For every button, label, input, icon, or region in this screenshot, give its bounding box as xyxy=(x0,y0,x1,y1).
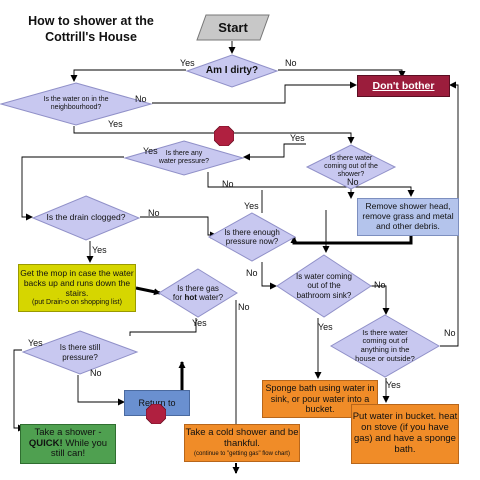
edge-enough-no xyxy=(261,262,277,290)
label-no-dirty: No xyxy=(285,58,297,68)
label-yes-water-on: Yes xyxy=(108,119,123,129)
decision-drain: Is the drain clogged? xyxy=(31,195,141,241)
label-yes-gas: Yes xyxy=(192,318,207,328)
quick-text-c: While you still can! xyxy=(50,437,108,460)
label-no-shower: No xyxy=(347,177,359,187)
decision-shower-water: Is there water coming out of the shower? xyxy=(305,144,397,190)
quick-text-bold: QUICK! xyxy=(28,437,63,449)
start-label: Start xyxy=(218,20,248,35)
gas-text-c: water? xyxy=(196,293,224,302)
label-yes-sink: Yes xyxy=(318,322,333,332)
cold-shower-note: (continue to "getting gas" flow chart) xyxy=(194,450,290,457)
decision-drain-label: Is the drain clogged? xyxy=(46,212,126,223)
edge-remove-enough xyxy=(290,236,413,245)
gas-text-hot: hot xyxy=(184,293,197,302)
quick-shower-box: Take a shower - QUICK! While you still c… xyxy=(20,424,116,464)
edge-wateron-no xyxy=(152,81,357,104)
decision-sink: Is water coming out of the bathroom sink… xyxy=(276,254,372,318)
return-to-label: Return to xyxy=(138,397,176,408)
decision-pressure-label: Is there any water pressure? xyxy=(158,149,210,165)
decision-enough-pressure-label: Is there enough pressure now? xyxy=(224,227,280,246)
quick-text-a: Take a shower - xyxy=(34,426,102,438)
decision-gas: Is there gas for hot water? xyxy=(158,268,238,318)
edge-wateron-yes xyxy=(73,126,355,144)
label-no-enough: No xyxy=(246,268,258,278)
decision-pressure: Is there any water pressure? xyxy=(123,140,245,176)
label-no-pressure: No xyxy=(222,179,234,189)
label-no-drain: No xyxy=(148,208,160,218)
decision-still-pressure: Is there still pressure? xyxy=(21,330,139,375)
bucket-label: Put water in bucket. heat on stove (if y… xyxy=(352,411,458,455)
cold-shower-box: Take a cold shower and be thankful. (con… xyxy=(184,424,300,462)
edge-dirty-no xyxy=(278,69,406,78)
remove-shower-head-box: Remove shower head, remove grass and met… xyxy=(357,198,459,236)
label-yes-drain: Yes xyxy=(92,245,107,255)
dont-bother-box: Don't bother xyxy=(357,75,450,97)
dont-bother-label: Don't bother xyxy=(372,79,435,92)
gas-text-a: Is there gas for xyxy=(172,283,219,302)
decision-am-i-dirty-label: Am I dirty? xyxy=(205,65,259,77)
cold-shower-label: Take a cold shower and be thankful. xyxy=(185,427,299,450)
label-yes-anything: Yes xyxy=(386,380,401,390)
decision-gas-label: Is there gas for hot water? xyxy=(158,268,238,318)
chart-title: How to shower at the Cottrill's House xyxy=(28,14,154,44)
mop-main-label: Get the mop in case the water backs up a… xyxy=(20,268,134,298)
edge-mop-gas xyxy=(135,286,161,296)
decision-anything: Is there water coming out of anything in… xyxy=(329,314,441,378)
start-node: Start xyxy=(196,14,270,41)
stop-octagon-bottom xyxy=(145,403,167,425)
remove-shower-head-label: Remove shower head, remove grass and met… xyxy=(362,201,454,231)
label-no-sink: No xyxy=(374,280,386,290)
decision-water-on-label: Is the water on in the neighbourhood? xyxy=(43,95,109,111)
edge-still-no xyxy=(77,375,125,406)
mop-box: Get the mop in case the water backs up a… xyxy=(18,264,136,312)
bucket-box: Put water in bucket. heat on stove (if y… xyxy=(351,404,459,464)
label-no-gas: No xyxy=(238,302,250,312)
decision-anything-label: Is there water coming out of anything in… xyxy=(355,327,415,363)
label-yes-still: Yes xyxy=(28,338,43,348)
label-no-still: No xyxy=(90,368,102,378)
edge-drain-no xyxy=(140,216,217,239)
decision-enough-pressure: Is there enough pressure now? xyxy=(207,212,297,262)
label-yes-pressure: Yes xyxy=(143,146,158,156)
stop-octagon-top xyxy=(213,125,235,147)
edge-shower-yes xyxy=(243,143,306,161)
label-yes-dirty: Yes xyxy=(180,58,195,68)
mop-note-label: (put Drain-o on shopping list) xyxy=(32,298,122,306)
edge-still-yes xyxy=(13,349,25,432)
label-no-anything: No xyxy=(444,328,456,338)
edge-pressure-yes xyxy=(21,156,124,221)
label-no-water-on: No xyxy=(135,94,147,104)
decision-shower-water-label: Is there water coming out of the shower? xyxy=(324,154,378,179)
sponge-sink-label: Sponge bath using water in sink, or pour… xyxy=(265,383,375,415)
edge-dirty-yes xyxy=(70,69,186,82)
label-yes-enough: Yes xyxy=(244,201,259,211)
quick-shower-label: Take a shower - QUICK! While you still c… xyxy=(21,426,115,461)
decision-am-i-dirty: Am I dirty? xyxy=(185,54,279,88)
edge-gas-yes xyxy=(129,318,197,336)
decision-water-on: Is the water on in the neighbourhood? xyxy=(0,82,153,126)
label-yes-shower: Yes xyxy=(290,133,305,143)
decision-still-pressure-label: Is there still pressure? xyxy=(59,343,101,362)
edge-pressure-no xyxy=(207,172,415,197)
decision-sink-label: Is water coming out of the bathroom sink… xyxy=(295,272,353,300)
